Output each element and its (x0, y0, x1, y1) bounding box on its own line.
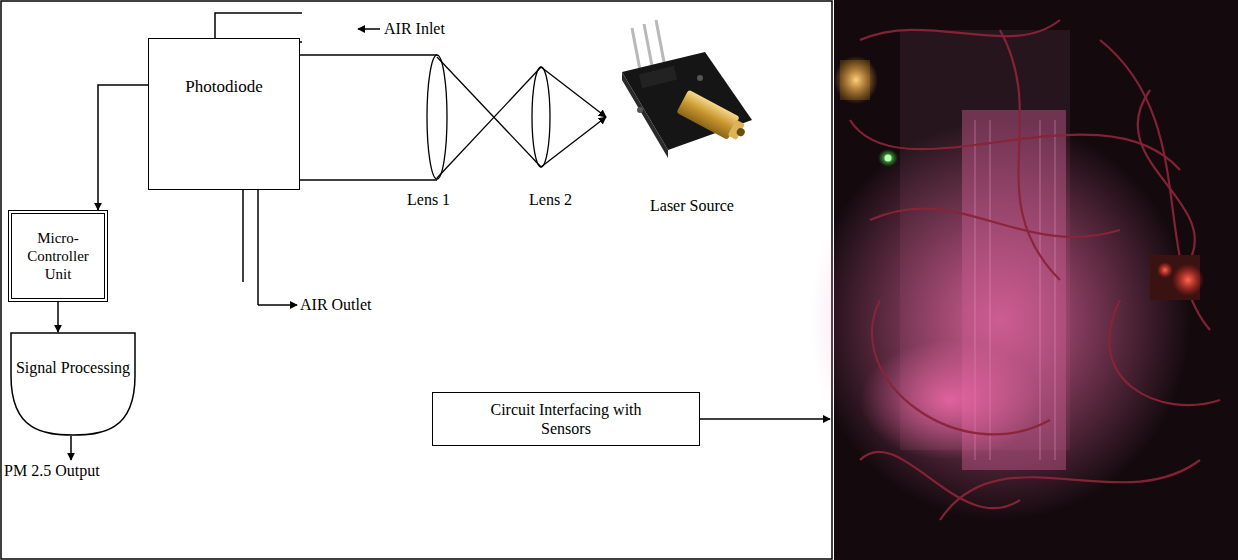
optical-path (300, 55, 550, 180)
interface-arrow (700, 418, 830, 420)
inlet-label: AIR Inlet (384, 19, 445, 38)
shape-path (11, 333, 135, 435)
circuit-photo (810, 0, 1238, 560)
node-text: Circuit Interfacing with Sensors (471, 400, 661, 438)
laser-module-picture (622, 20, 752, 158)
part-label: Laser Source (650, 196, 734, 215)
photodiode-box: Photodiode (148, 38, 300, 190)
lens-label: Lens 1 (407, 190, 450, 209)
panel-border (1, 1, 832, 559)
flow-arrow (57, 302, 59, 332)
process-box: Micro-Controller Unit (8, 210, 108, 302)
output-arrow (70, 436, 72, 460)
light-ray (541, 117, 606, 167)
shape-outline (10, 332, 136, 436)
outlet-label: AIR Outlet (300, 295, 372, 314)
node-text: Signal Processing (16, 358, 130, 377)
lens-label: Lens 2 (529, 190, 572, 209)
outlet-arrow (258, 304, 297, 306)
node-text: Photodiode (185, 77, 262, 97)
node-text: Micro-Controller Unit (16, 229, 100, 283)
air-outlet-duct (243, 190, 258, 305)
inlet-arrow (358, 28, 380, 30)
flow-arrow (98, 85, 148, 210)
output-label: PM 2.5 Output (4, 461, 100, 480)
interface-box: Circuit Interfacing with Sensors (432, 392, 700, 446)
processing-shape: Signal Processing (10, 332, 136, 436)
light-ray (541, 67, 606, 117)
